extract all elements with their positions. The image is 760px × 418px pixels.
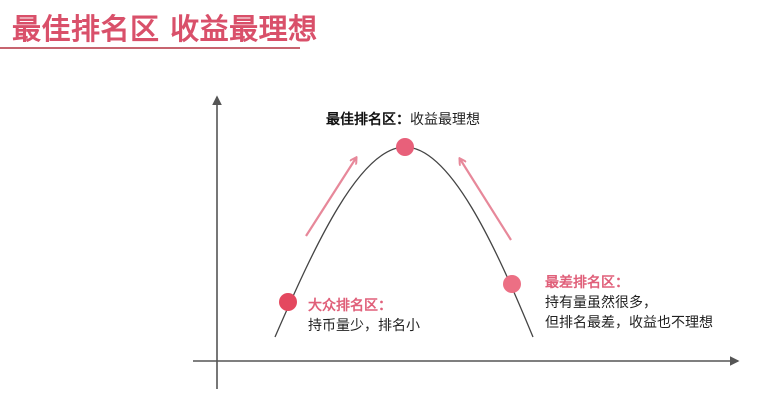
peak-zone-text: 收益最理想 — [410, 112, 480, 128]
worst-zone-heading: 最差排名区： — [545, 275, 629, 291]
axes — [193, 95, 740, 389]
worst-zone-text-line2: 但排名最差，收益也不理想 — [545, 315, 713, 331]
worst-zone-label: 最差排名区： 持有量虽然很多， 但排名最差，收益也不理想 — [545, 273, 713, 333]
title-underline — [0, 47, 300, 49]
mass-zone-heading: 大众排名区： — [308, 298, 392, 314]
peak-marker — [396, 138, 414, 156]
mass-zone-text: 持币量少，排名小 — [308, 318, 420, 334]
right-marker — [503, 275, 521, 293]
worst-zone-text-line1: 持有量虽然很多， — [545, 295, 657, 311]
mass-zone-label: 大众排名区： 持币量少，排名小 — [308, 296, 420, 336]
arrow-up-left-icon — [305, 158, 356, 237]
left-marker — [279, 293, 297, 311]
peak-zone-label: 最佳排名区：收益最理想 — [326, 110, 480, 130]
peak-zone-heading: 最佳排名区： — [326, 112, 410, 128]
arrow-up-right-icon — [460, 159, 512, 241]
page-title: 最佳排名区 收益最理想 — [12, 12, 318, 46]
